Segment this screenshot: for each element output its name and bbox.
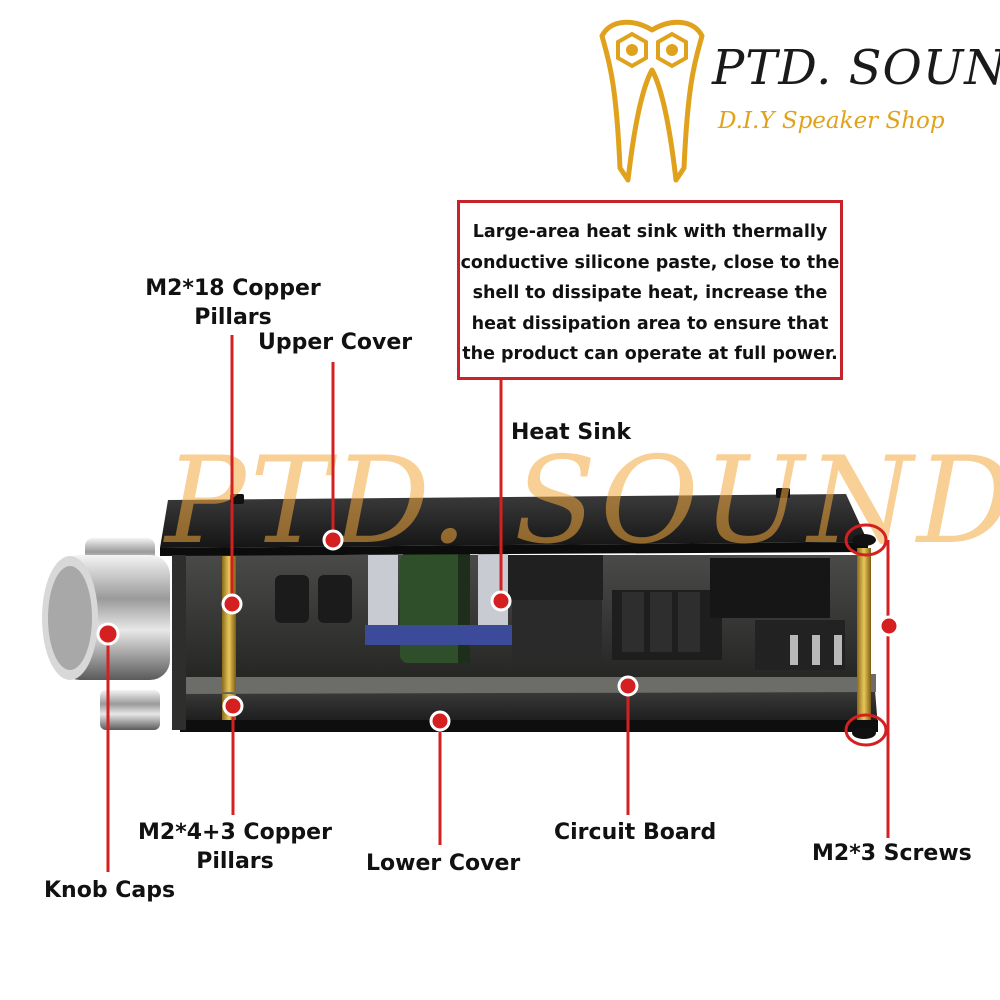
callout-line: shell to dissipate heat, increase the bbox=[472, 283, 828, 303]
label-lower-cover: Lower Cover bbox=[366, 851, 521, 876]
marker-lower-cover bbox=[429, 710, 451, 732]
marker-screws bbox=[878, 615, 900, 637]
marker-heat-sink bbox=[490, 590, 512, 612]
owl-logo-icon bbox=[599, 19, 705, 183]
callout-line: the product can operate at full power. bbox=[462, 344, 838, 364]
label-heat-sink: Heat Sink bbox=[511, 420, 632, 445]
screw-highlight-top bbox=[844, 523, 888, 557]
callout-line: heat dissipation area to ensure that bbox=[471, 313, 829, 334]
brand-name: PTD. SOUND bbox=[712, 40, 1000, 96]
marker-upper-cover bbox=[322, 529, 344, 551]
callout-line: conductive silicone paste, close to the bbox=[460, 252, 840, 273]
label-circuit-board: Circuit Board bbox=[554, 820, 717, 845]
heat-sink-callout: Large-area heat sink with thermally cond… bbox=[457, 200, 843, 380]
label-upper-cover: Upper Cover bbox=[258, 330, 413, 355]
label-knob-caps: Knob Caps bbox=[44, 878, 176, 903]
marker-copper-4-3 bbox=[222, 695, 244, 717]
label-screws: M2*3 Screws bbox=[812, 841, 972, 866]
marker-copper-18 bbox=[221, 593, 243, 615]
callout-line: Large-area heat sink with thermally bbox=[472, 222, 828, 242]
screw-highlight-bottom bbox=[844, 713, 888, 747]
brand-tagline: D.I.Y Speaker Shop bbox=[718, 108, 945, 134]
marker-knob-caps bbox=[96, 622, 120, 646]
label-copper-pillars-4-3: M2*4+3 Copper Pillars bbox=[138, 820, 332, 874]
label-copper-pillars-18: M2*18 Copper Pillars bbox=[145, 276, 321, 330]
marker-circuit-board bbox=[617, 675, 639, 697]
